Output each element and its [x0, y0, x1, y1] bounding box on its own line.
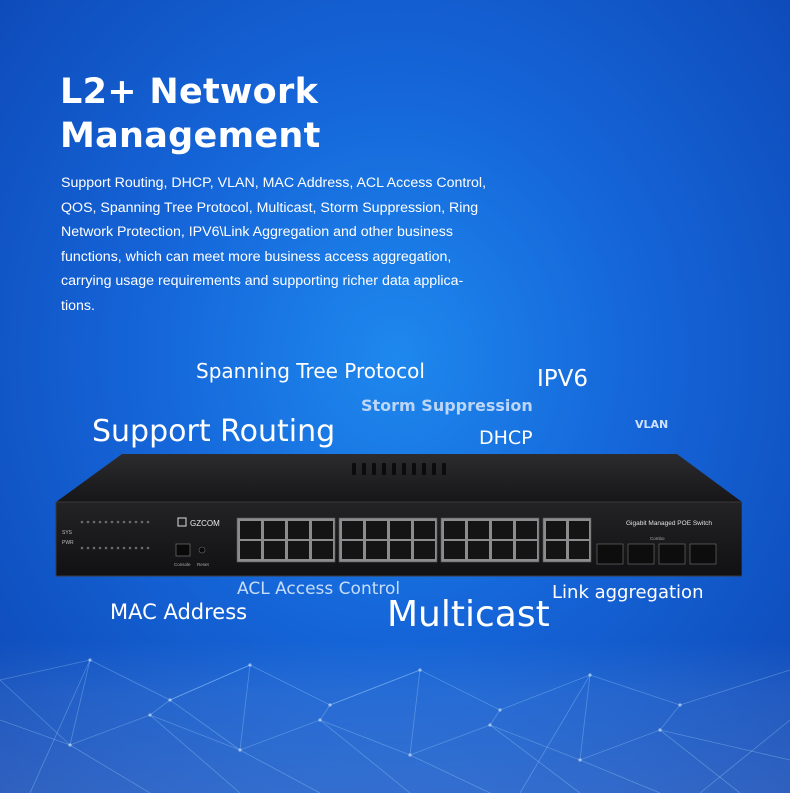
keyword-storm-suppression: Storm Suppression [361, 396, 533, 415]
reset-label: Reset [197, 562, 210, 567]
brand-logo-icon [177, 517, 187, 527]
sys-label: SYS [62, 530, 73, 536]
rj45-port-array [236, 517, 592, 563]
vent-slots [352, 463, 446, 475]
brand-name: GZCOM [190, 519, 220, 528]
pwr-label: PWR [62, 540, 74, 546]
combo-label: Combo [650, 536, 665, 541]
model-label: Gigabit Managed POE Switch [626, 520, 712, 527]
feature-description: Support Routing, DHCP, VLAN, MAC Address… [61, 175, 487, 314]
console-label: Console [174, 562, 191, 567]
keyword-link-aggregation: Link aggregation [552, 582, 704, 603]
keyword-ipv6: IPV6 [537, 366, 589, 392]
switch-top-panel [56, 454, 742, 502]
console-port [175, 543, 191, 557]
keyword-support-routing: Support Routing [92, 414, 336, 449]
page-title: L2+ Network Management [60, 70, 321, 158]
title-line-2: Management [60, 116, 321, 156]
status-led-panel [80, 520, 150, 550]
keyword-spanning-tree: Spanning Tree Protocol [196, 359, 425, 383]
reset-button-hole [198, 546, 206, 554]
keyword-dhcp: DHCP [479, 427, 533, 449]
keyword-vlan: VLAN [635, 418, 669, 431]
sfp-port-array [596, 543, 717, 565]
keyword-multicast: Multicast [387, 594, 550, 635]
keyword-acl: ACL Access Control [237, 579, 401, 599]
title-line-1: L2+ Network [60, 72, 319, 112]
network-switch-image: SYS PWR GZCOM Console Reset Gigabit Mana… [55, 454, 742, 577]
keyword-mac-address: MAC Address [110, 600, 248, 624]
